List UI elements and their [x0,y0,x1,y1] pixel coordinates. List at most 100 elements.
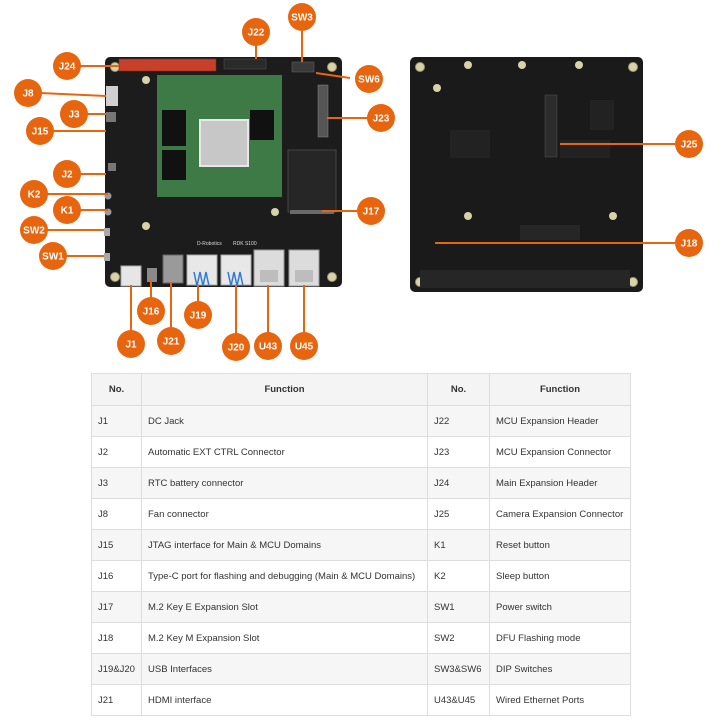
cell-no: SW1 [427,591,490,623]
svg-text:SW2: SW2 [23,226,45,237]
cell-function: Automatic EXT CTRL Connector [141,436,428,468]
svg-text:J23: J23 [373,114,390,125]
dc-jack [120,265,142,287]
cell-function: JTAG interface for Main & MCU Domains [141,529,428,561]
mcu-expansion-header [223,58,267,70]
dip-switch [291,61,315,73]
svg-text:J2: J2 [61,170,73,181]
cell-no: K2 [427,560,490,592]
cell-function: Power switch [489,591,631,623]
cell-function: M.2 Key E Expansion Slot [141,591,428,623]
main-expansion-header [118,58,217,72]
callout-j2: J2 [53,160,81,188]
svg-text:J15: J15 [32,127,49,138]
cell-function: MCU Expansion Header [489,405,631,437]
cell-no: J17 [91,591,142,623]
cell-no: J24 [427,467,490,499]
svg-text:K2: K2 [28,190,41,201]
svg-text:J21: J21 [163,337,180,348]
svg-text:K1: K1 [61,206,74,217]
svg-text:J18: J18 [681,239,698,250]
callout-u45: U45 [290,332,318,360]
mcu-expansion-connector [317,84,329,138]
callout-j18: J18 [675,229,703,257]
cell-no: J23 [427,436,490,468]
cell-no: J1 [91,405,142,437]
callout-j21: J21 [157,327,185,355]
callout-sw3: SW3 [288,3,316,31]
callout-u43: U43 [254,332,282,360]
header-no: No. [427,373,490,406]
header-function: Function [141,373,428,406]
cell-function: RTC battery connector [141,467,428,499]
callout-j16: J16 [137,297,165,325]
callout-j25: J25 [675,130,703,158]
cell-no: J3 [91,467,142,499]
system-on-module [157,75,282,197]
svg-text:J25: J25 [681,140,698,151]
cell-function: USB Interfaces [141,653,428,685]
cell-no: J16 [91,560,142,592]
camera-expansion-connector [544,94,558,158]
callout-j19: J19 [184,301,212,329]
callout-j24: J24 [53,52,81,80]
cell-no: J25 [427,498,490,530]
callout-sw1: SW1 [39,242,67,270]
svg-text:U43: U43 [259,342,278,353]
table-header-row: No. Function No. Function [91,373,631,406]
cell-no: J2 [91,436,142,468]
svg-text:SW6: SW6 [358,75,380,86]
cell-no: K1 [427,529,490,561]
callout-lines [39,29,675,334]
cell-no: J19&J20 [91,653,142,685]
callout-j20: J20 [222,333,250,361]
header-function: Function [489,373,631,406]
cell-no: SW3&SW6 [427,653,490,685]
board-diagram: D-Robotics RDK S100 [14,3,703,361]
svg-text:U45: U45 [295,342,314,353]
cell-function: DFU Flashing mode [489,622,631,654]
cell-function: Camera Expansion Connector [489,498,631,530]
callout-k2: K2 [20,180,48,208]
callout-j15: J15 [26,117,54,145]
svg-text:J17: J17 [363,207,380,218]
board-logo: D-Robotics [197,241,222,247]
cell-function: Type-C port for flashing and debugging (… [141,560,428,592]
type-c-port [147,268,157,282]
cell-function: Wired Ethernet Ports [489,684,631,716]
header-no: No. [91,373,142,406]
cell-no: J21 [91,684,142,716]
cell-function: MCU Expansion Connector [489,436,631,468]
cell-no: J22 [427,405,490,437]
svg-text:J3: J3 [68,110,80,121]
svg-text:SW3: SW3 [291,13,313,24]
svg-text:J22: J22 [248,28,265,39]
svg-text:J8: J8 [22,89,34,100]
cell-function: HDMI interface [141,684,428,716]
callout-j3: J3 [60,100,88,128]
svg-text:J16: J16 [143,307,160,318]
callout-sw6: SW6 [355,65,383,93]
cell-function: Sleep button [489,560,631,592]
callout-j23: J23 [367,104,395,132]
svg-text:J1: J1 [125,340,137,351]
cell-no: SW2 [427,622,490,654]
cell-no: J15 [91,529,142,561]
cell-function: DC Jack [141,405,428,437]
hdmi-port [162,254,184,284]
svg-text:J19: J19 [190,311,207,322]
board-front: D-Robotics RDK S100 [104,57,342,287]
cell-function: M.2 Key M Expansion Slot [141,622,428,654]
callout-j1: J1 [117,330,145,358]
cell-no: J8 [91,498,142,530]
svg-text:SW1: SW1 [42,252,64,263]
